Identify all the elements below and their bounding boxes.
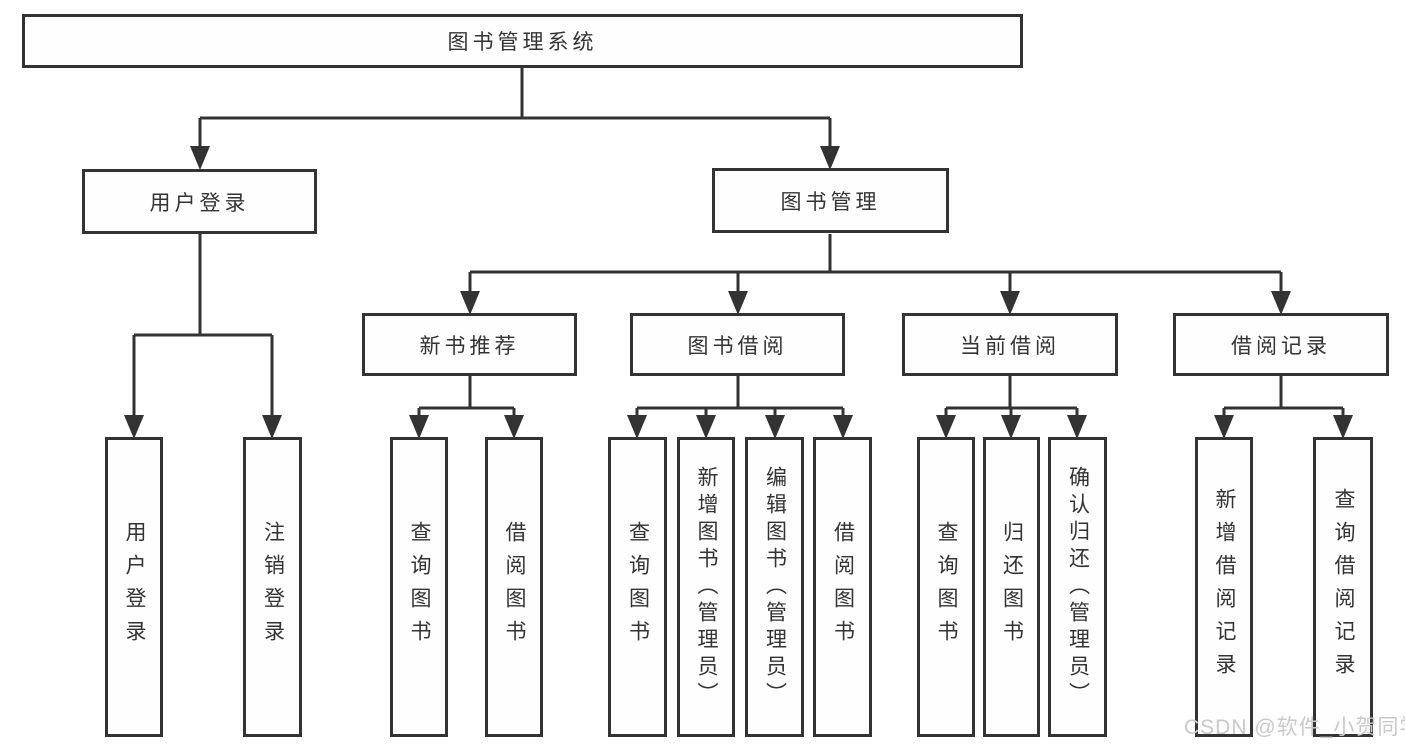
leaf-nb-query-book: 查询图书 (390, 437, 448, 737)
leaf-bb-query-book: 查询图书 (608, 437, 667, 737)
leaf-user-login: 用户登录 (105, 437, 163, 737)
leaf-nb-borrow-book: 借阅图书 (485, 437, 543, 737)
leaf-logout: 注销登录 (243, 437, 302, 737)
node-book-management: 图书管理 (712, 168, 949, 233)
leaf-br-query-record: 查询借阅记录 (1313, 437, 1373, 737)
arrowheads (124, 146, 1353, 439)
node-root-system: 图书管理系统 (22, 14, 1023, 68)
leaf-bb-borrow-book: 借阅图书 (813, 437, 872, 737)
leaf-cb-return-book: 归还图书 (983, 437, 1040, 737)
node-borrowing-records: 借阅记录 (1173, 313, 1389, 376)
node-current-borrowing: 当前借阅 (902, 313, 1118, 376)
node-book-borrowing: 图书借阅 (630, 313, 845, 376)
leaf-br-add-record: 新增借阅记录 (1195, 437, 1253, 737)
leaf-bb-add-book-admin: 新增图书（管理员） (677, 437, 735, 737)
leaf-bb-edit-book-admin: 编辑图书（管理员） (745, 437, 804, 737)
node-new-book-recommendation: 新书推荐 (362, 313, 577, 376)
leaf-cb-query-book: 查询图书 (917, 437, 975, 737)
csdn-watermark: CSDN @软件_小贺同学 (1184, 716, 1405, 739)
node-user-login: 用户登录 (82, 169, 317, 234)
leaf-cb-confirm-return-admin: 确认归还（管理员） (1048, 437, 1107, 737)
